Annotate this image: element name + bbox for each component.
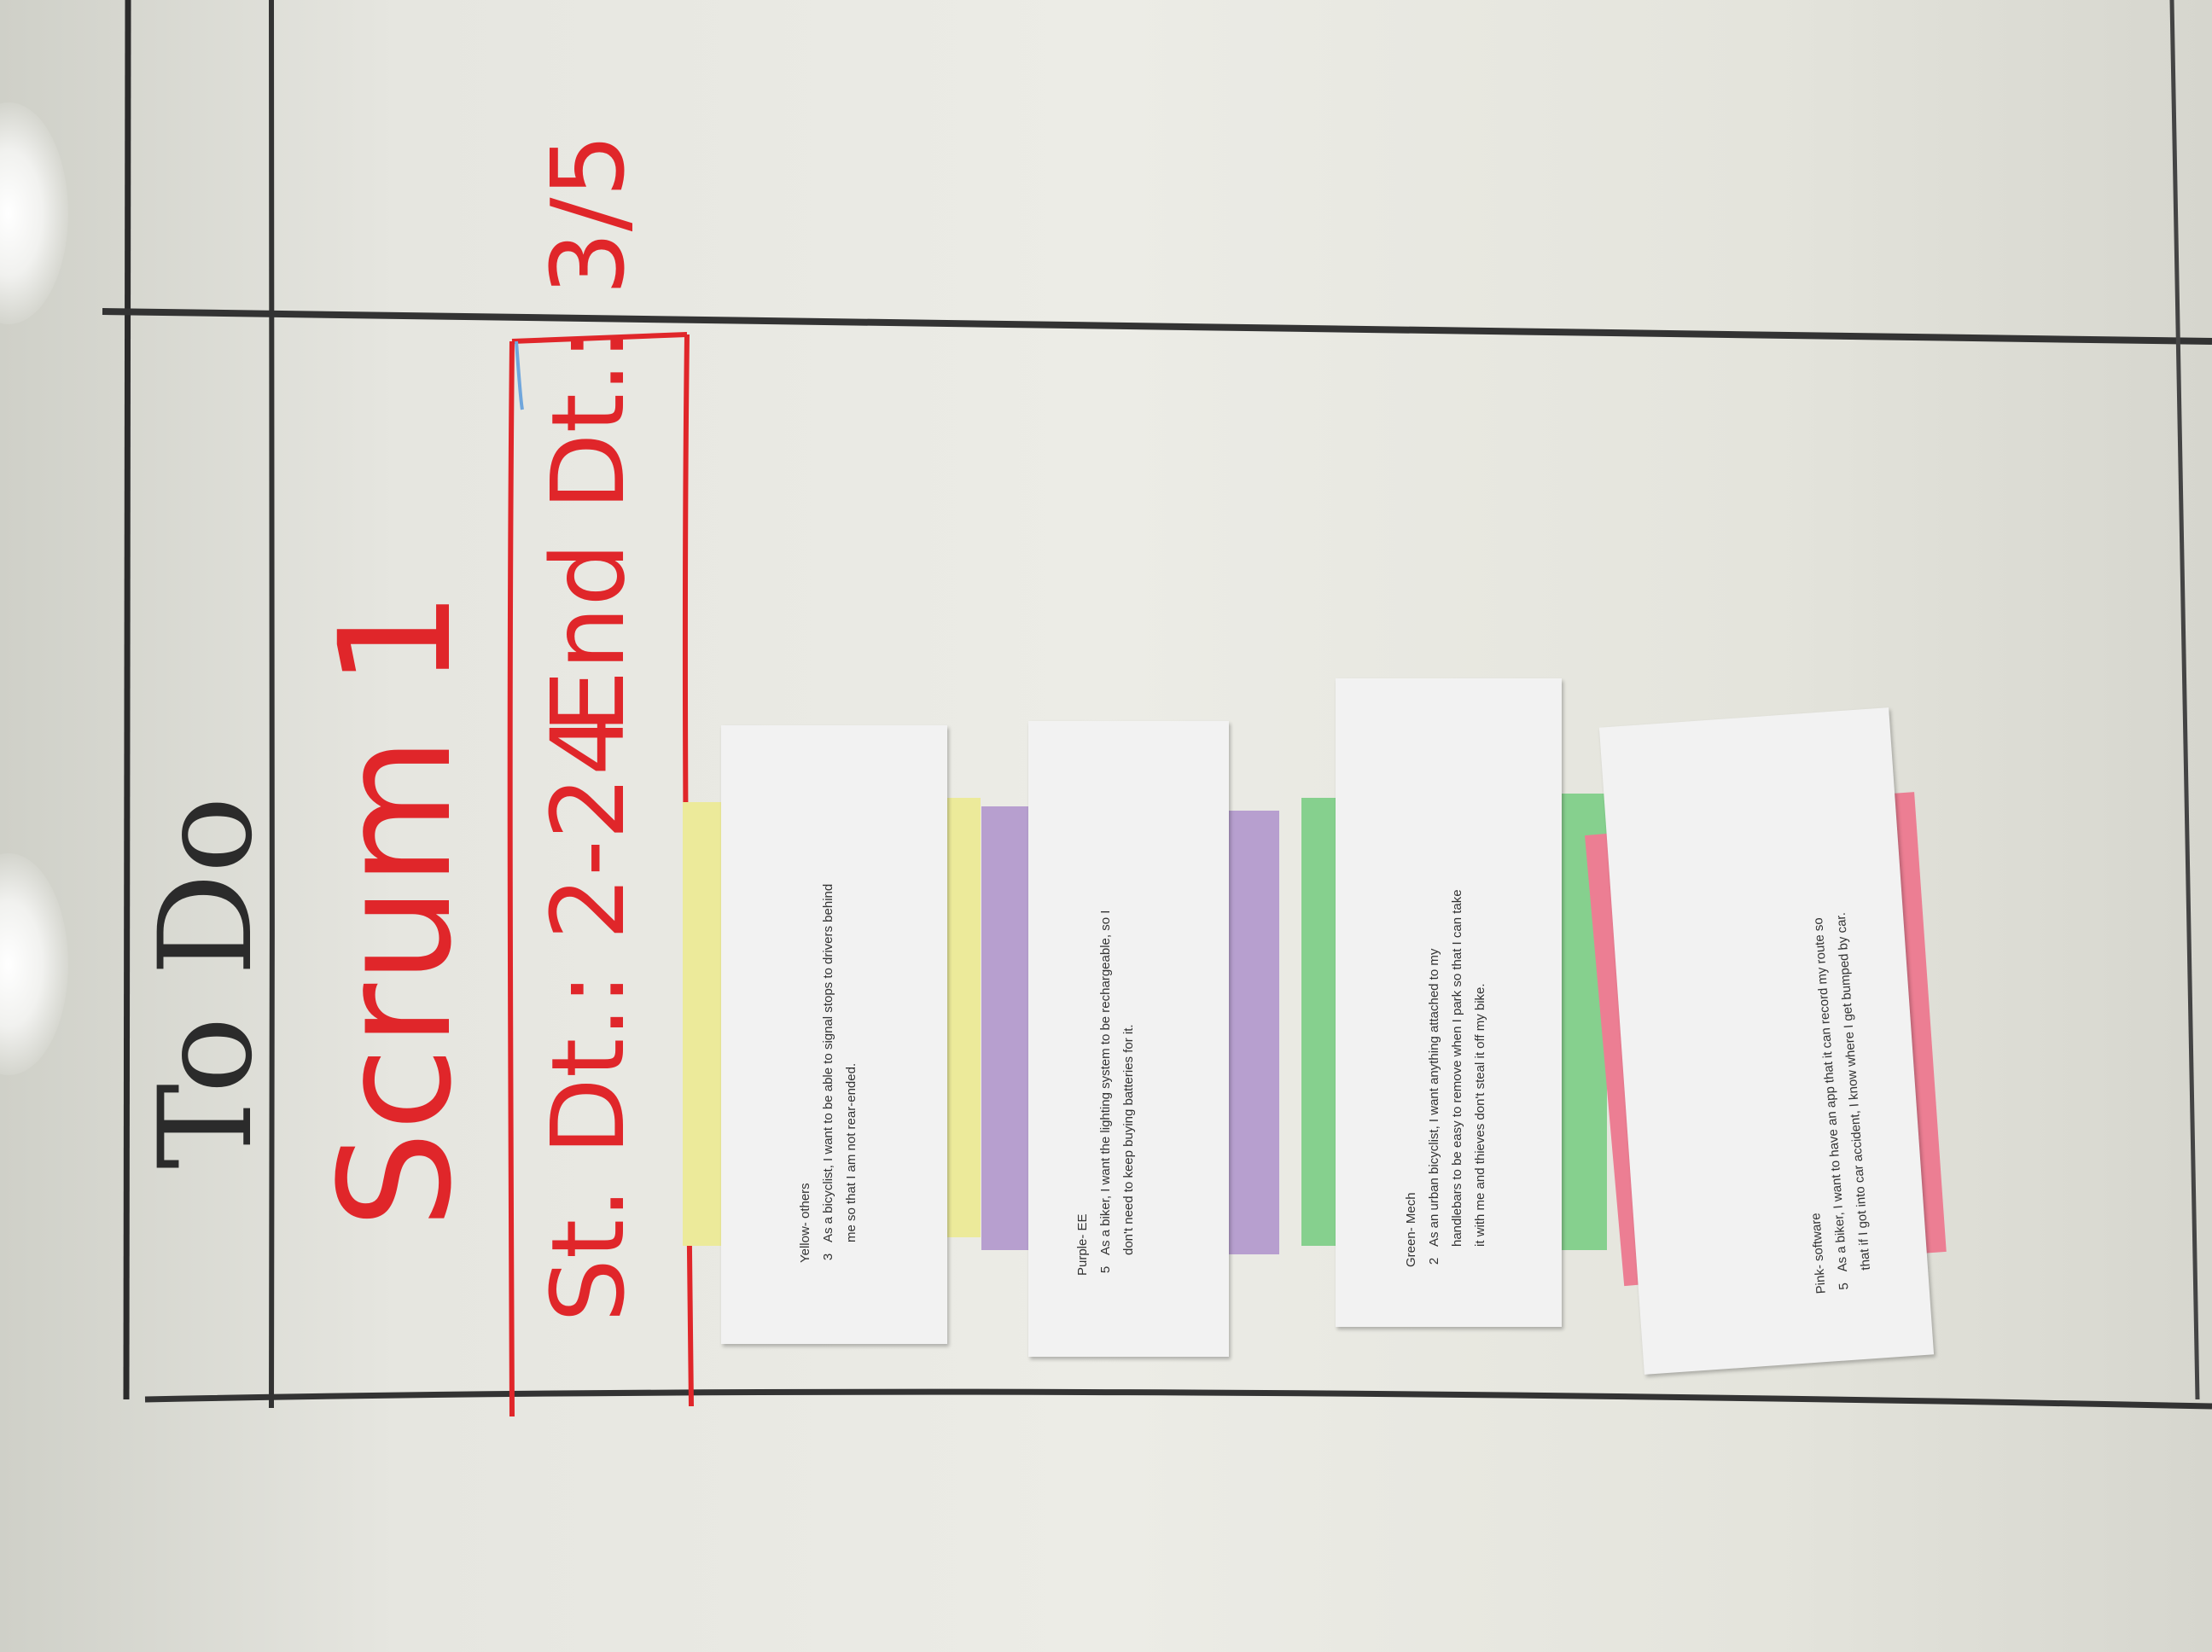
card-category: Yellow- others: [798, 1183, 812, 1263]
story-text: don't need to keep buying batteries for …: [1121, 1024, 1136, 1255]
story-points: 5: [1836, 1282, 1852, 1291]
sprint-start-date: St. Dt.: 2-24: [529, 712, 647, 1323]
story-text: As an urban bicyclist, I want anything a…: [1427, 948, 1441, 1247]
column-header-todo: To Do: [132, 796, 281, 1169]
story-points: 3: [821, 1253, 835, 1261]
story-points: 2: [1427, 1257, 1441, 1265]
index-card-strip: [1225, 811, 1279, 1254]
story-text: As a biker, I want the lighting system t…: [1098, 910, 1113, 1255]
card-category: Green- Mech: [1404, 1192, 1418, 1267]
story-text: it with me and thieves don't steal it of…: [1473, 983, 1487, 1247]
story-paper: Purple- EE 5 As a biker, I want the light…: [1028, 721, 1229, 1357]
story-paper: Green- Mech 2 As an urban bicyclist, I wa…: [1336, 678, 1562, 1327]
story-paper: Pink- software 5As a biker, I want to ha…: [1598, 707, 1935, 1375]
index-card-strip: [981, 806, 1036, 1250]
story-points: 5: [1098, 1265, 1113, 1274]
story-text: As a bicyclist, I want to be able to sig…: [821, 883, 835, 1242]
sprint-title: Scrum 1: [307, 590, 486, 1229]
card-category: Purple- EE: [1075, 1213, 1090, 1276]
story-text: me so that I am not rear-ended.: [844, 1062, 859, 1242]
story-paper: Yellow- others 3 As a bicyclist, I want t…: [721, 725, 947, 1344]
story-text: handlebars to be easy to remove when I p…: [1450, 889, 1464, 1247]
sprint-end-date: End Dt.: 3/5: [529, 133, 647, 734]
